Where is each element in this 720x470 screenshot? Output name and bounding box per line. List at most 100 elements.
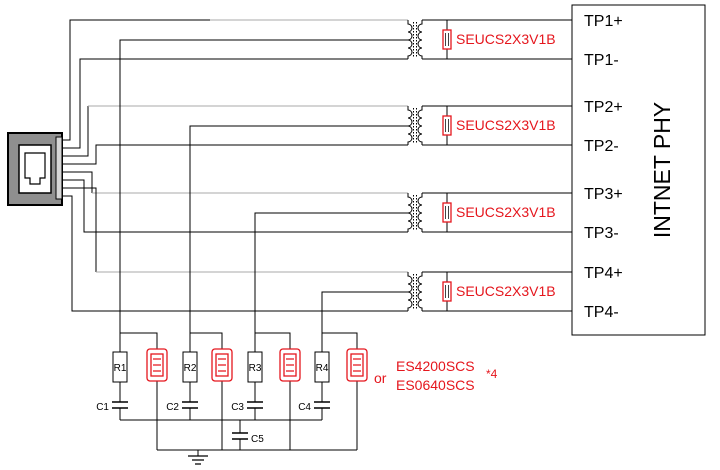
wire-unit: [321, 332, 358, 450]
transformer-primary-coil: [407, 20, 413, 59]
wire-center-tap-3: [254, 212, 408, 333]
port-label-tp4-pos: TP4+: [584, 265, 623, 282]
pair-1: SEUCS2X3V1B: [407, 19, 572, 60]
wire-unit: [254, 332, 291, 450]
phy-box: [571, 4, 706, 336]
port-label-tp2-pos: TP2+: [584, 99, 623, 116]
phy-block: TP1+ TP1- TP2+ TP2- TP3+ TP3- TP4+ TP4- …: [571, 4, 706, 336]
common-bus: C5: [120, 419, 357, 465]
capacitor-icon: C1: [96, 401, 128, 413]
wire-tp2-pos-jack: [62, 106, 89, 157]
jack-opening: [24, 152, 46, 185]
termination-unit-3: R3 C3: [231, 332, 301, 450]
ground-bus-wire: [157, 449, 357, 456]
tvs-array-icon: [146, 348, 168, 382]
transformer-core: [413, 108, 417, 143]
resistor-icon: R1: [112, 351, 128, 383]
part-option-2: ES0640SCS: [396, 377, 475, 393]
tvs-marks: [445, 285, 449, 298]
transformer-primary-coil: [407, 272, 413, 311]
resistor-icon: R2: [182, 351, 198, 383]
capacitor-label: C4: [298, 402, 311, 413]
resistor-label: R4: [316, 363, 329, 374]
transformer-icon: [407, 272, 423, 311]
tvs-array-inner: [350, 353, 364, 377]
part-conjunction: or: [374, 370, 387, 386]
surge-part-note: or ES4200SCS ES0640SCS *4: [374, 358, 498, 393]
transformer-secondary-coil: [417, 20, 423, 59]
wire-tp1-pos-jack: [62, 19, 210, 141]
capacitor-label-c5: C5: [251, 434, 264, 445]
pair-2: SEUCS2X3V1B: [407, 105, 572, 146]
wire-center-tap-2: [189, 125, 408, 333]
capacitor-label: C3: [231, 402, 244, 413]
capacitor-bus-wire: [120, 419, 322, 450]
termination-unit-4: R4 C4: [298, 332, 368, 450]
capacitor-icon: C3: [231, 401, 263, 413]
tvs-array-body: [279, 348, 301, 382]
resistor-body: [314, 351, 330, 383]
tvs-marks: [445, 33, 449, 46]
wire-unit: [189, 332, 223, 450]
capacitor-plates: [314, 401, 330, 409]
capacitor-icon: C2: [166, 401, 198, 413]
wire-tp4-pos-jack: [62, 187, 97, 272]
capacitor-icon: C5: [232, 432, 264, 445]
part-option-1: ES4200SCS: [396, 358, 475, 374]
rj45-jack-icon: [7, 132, 63, 206]
capacitor-icon: C4: [298, 401, 330, 413]
resistor-label: R2: [184, 363, 197, 374]
jack-wiring: [62, 19, 408, 333]
port-label-tp2-neg: TP2-: [584, 138, 619, 155]
tvs-part-label: SEUCS2X3V1B: [456, 31, 556, 47]
resistor-icon: R3: [247, 351, 263, 383]
resistor-body: [247, 351, 263, 383]
capacitor-plates: [247, 401, 263, 409]
tvs-array-inner: [150, 353, 164, 377]
wire-tp3-neg: [62, 179, 408, 233]
tvs-body: [442, 281, 452, 302]
tvs-body: [442, 115, 452, 136]
wire-tp1-neg: [62, 58, 408, 149]
pair-3: SEUCS2X3V1B: [407, 192, 572, 233]
tvs-marks: [445, 206, 449, 219]
tvs-marks: [445, 119, 449, 132]
transformer-core: [413, 195, 417, 230]
transformer-secondary-coil: [417, 193, 423, 232]
transformer-icon: [407, 106, 423, 145]
port-label-tp1-pos: TP1+: [584, 13, 623, 30]
tvs-array-body: [146, 348, 168, 382]
termination-unit-2: R2 C2: [166, 332, 233, 450]
port-label-tp3-pos: TP3+: [584, 186, 623, 203]
resistor-label: R3: [249, 363, 262, 374]
tvs-array-icon: [279, 348, 301, 382]
resistor-label: R1: [114, 363, 127, 374]
tvs-part-label: SEUCS2X3V1B: [456, 283, 556, 299]
tvs-diode-icon: [442, 29, 452, 50]
pair-4: SEUCS2X3V1B: [407, 271, 572, 312]
tvs-body: [442, 29, 452, 50]
transformer-primary-coil: [407, 106, 413, 145]
termination-unit-1: R1 C1: [96, 332, 168, 450]
port-label-tp3-neg: TP3-: [584, 225, 619, 242]
capacitor-plates: [112, 401, 128, 409]
port-label-tp4-neg: TP4-: [584, 304, 619, 321]
resistor-body: [112, 351, 128, 383]
wire-center-tap-4: [321, 291, 408, 333]
tvs-array-icon: [211, 348, 233, 382]
tvs-array-bars: [153, 358, 161, 372]
tvs-diode-icon: [442, 281, 452, 302]
transformer-icon: [407, 193, 423, 232]
transformer-core: [413, 22, 417, 57]
ground-icon: [188, 455, 208, 465]
tvs-part-label: SEUCS2X3V1B: [456, 204, 556, 220]
port-label-tp1-neg: TP1-: [584, 52, 619, 69]
tvs-body: [442, 202, 452, 223]
jack-contacts: [55, 136, 63, 200]
wire-unit: [119, 332, 158, 450]
transformer-secondary-coil: [417, 272, 423, 311]
transformer-core: [413, 274, 417, 309]
tvs-array-body: [346, 348, 368, 382]
tvs-array-bars: [353, 358, 361, 372]
